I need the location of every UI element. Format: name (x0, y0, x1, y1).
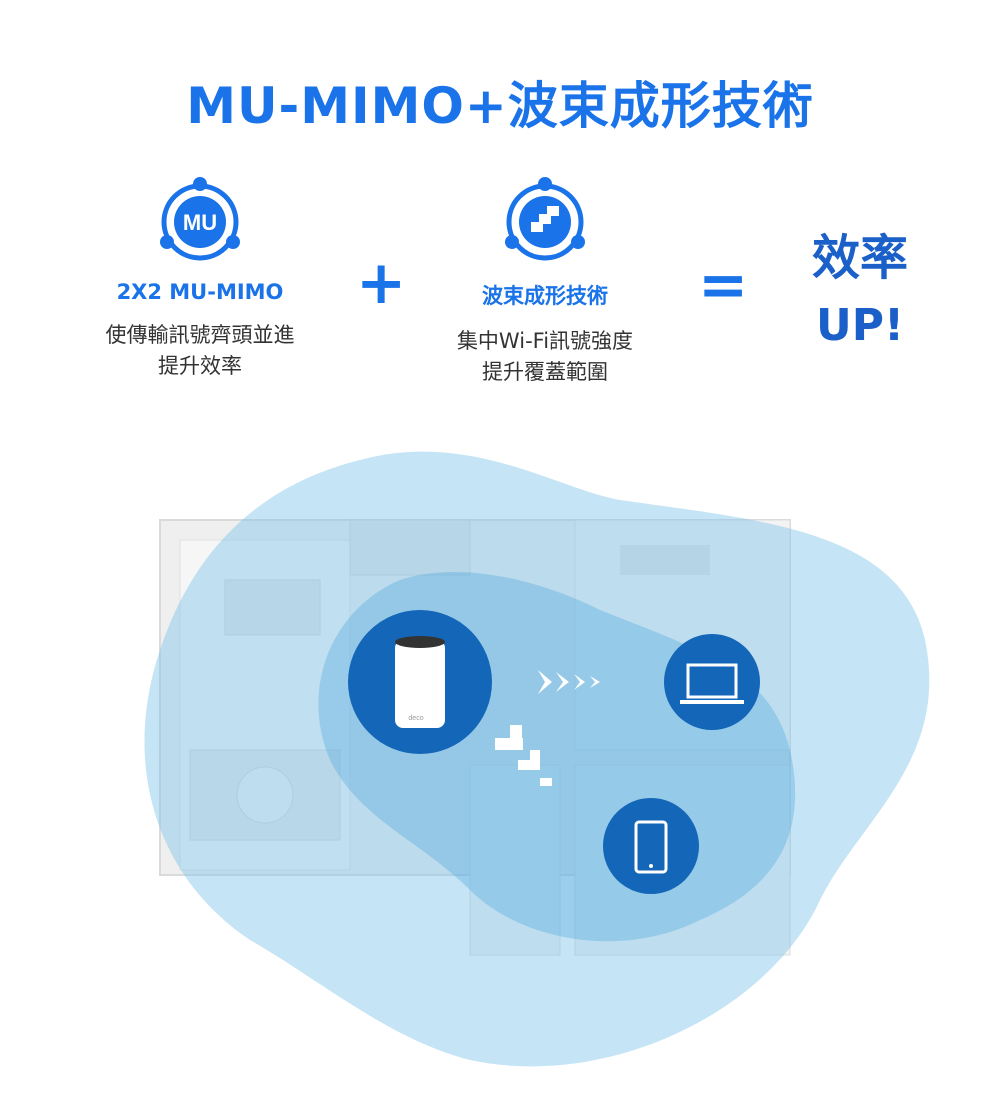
signal-arrows-icon (495, 670, 600, 786)
feature-description: 使傳輸訊號齊頭並進 提升效率 (105, 323, 295, 378)
feature-beamforming: 波束成形技術 集中Wi-Fi訊號強度 提升覆蓋範圍 (405, 170, 685, 388)
feature-heading: 2X2 MU-MIMO (116, 280, 284, 304)
floorplan-illustration: deco (144, 451, 930, 1067)
router-icon: deco (348, 610, 492, 754)
mu-network-icon: MU (160, 177, 240, 261)
plus-sign: + (356, 248, 407, 318)
feature-heading: 波束成形技術 (482, 284, 608, 308)
page-title: MU-MIMO+波束成形技術 (186, 77, 814, 135)
laptop-icon (664, 634, 760, 730)
feature-mu-mimo: MU 2X2 MU-MIMO 使傳輸訊號齊頭並進 提升效率 (60, 170, 340, 382)
result-text: 效率 UP! (811, 230, 908, 351)
device-label: deco (408, 715, 423, 722)
feature-description: 集中Wi-Fi訊號強度 提升覆蓋範圍 (456, 329, 634, 384)
smartphone-icon (603, 798, 699, 894)
beamforming-network-icon (505, 177, 585, 261)
floorplan-walls (159, 519, 791, 956)
svg-text:MU: MU (183, 210, 217, 235)
equals-sign: = (698, 250, 749, 320)
